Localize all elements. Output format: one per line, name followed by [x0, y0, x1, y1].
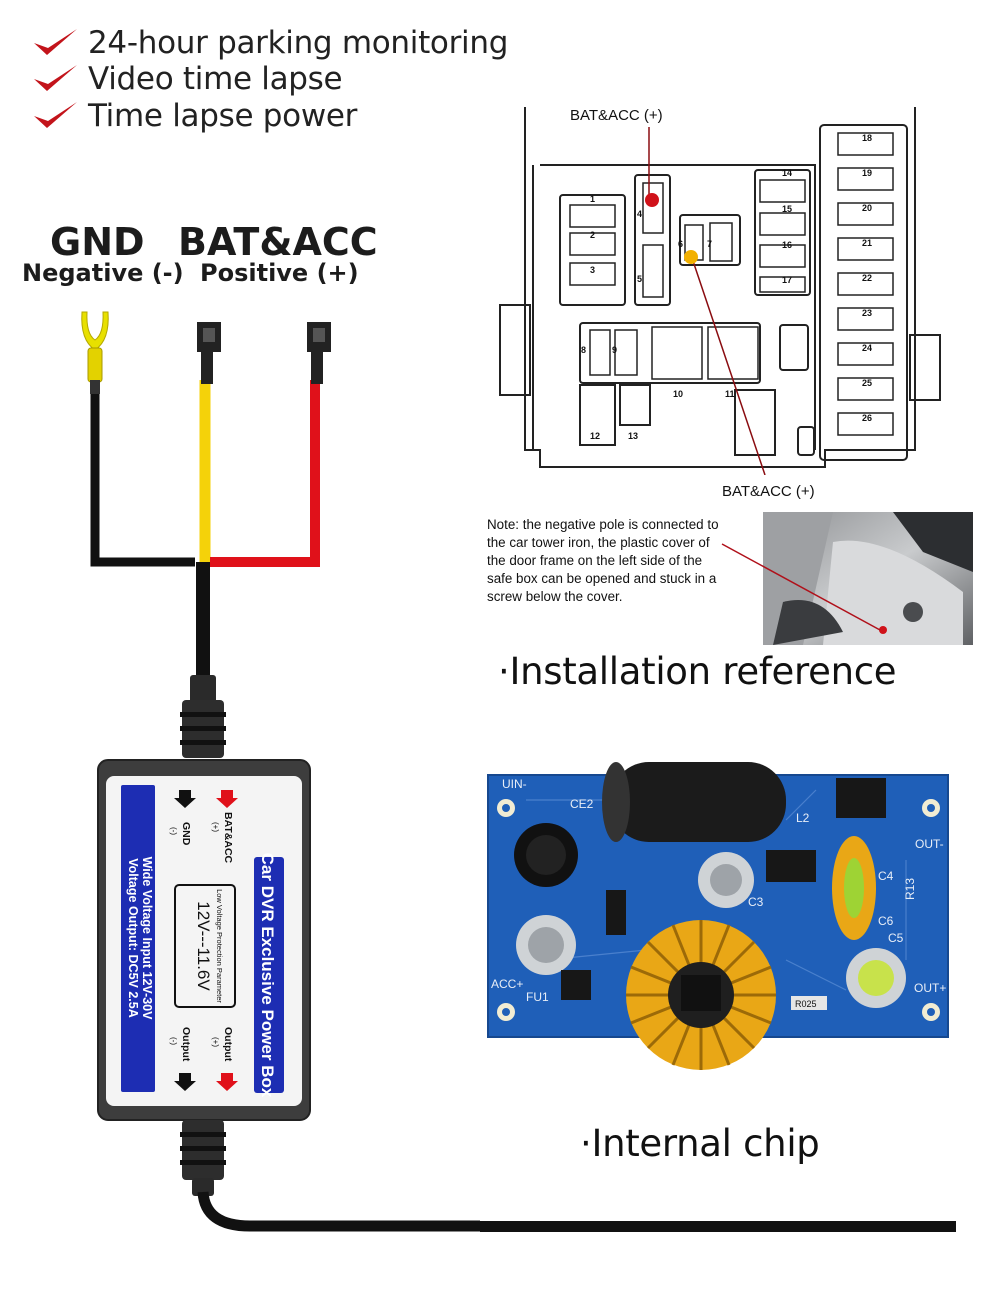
fuse-slot-label: 15	[782, 204, 792, 214]
fuse-slot-label: 24	[862, 343, 872, 353]
protection-value: 12V---11.6V	[194, 901, 213, 991]
fuse-slot-label: 6	[678, 239, 683, 249]
fuse-box-diagram: 1 2 3 4 5 6 7 8 9 10 11 12 13 14 15 16 1…	[499, 107, 941, 475]
chip-caption: ·Internal chip	[580, 1122, 820, 1165]
protection-label: Low Voltage Protection Parameter	[215, 889, 224, 1003]
pcb-label: ACC+	[491, 977, 523, 991]
feature-label: Video time lapse	[88, 61, 343, 97]
bat-acc-subtitle: Positive (+)	[200, 259, 359, 287]
spec-input: Wide Voltage Input 12V-30V	[140, 857, 154, 1021]
wiring-harness: Car DVR Exclusive Power Box Wide Voltage…	[81, 311, 480, 1232]
protection-frame	[174, 884, 236, 1008]
output-neg-label: Output	[180, 1027, 192, 1062]
fuse-slot-label: 9	[612, 345, 617, 355]
pcb-label: OUT-	[915, 837, 944, 851]
installation-caption: ·Installation reference	[498, 650, 897, 693]
black-wire	[90, 390, 195, 567]
fuse-point-marker	[684, 250, 698, 264]
fuse-slot-label: 26	[862, 413, 872, 423]
fuse-slot-label: 19	[862, 168, 872, 178]
internal-chip-pcb: UIN- CE2 L2 OUT- C4 C6 C5 C3 ACC+ FU1 OU…	[487, 762, 949, 1070]
feature-label: Time lapse power	[88, 98, 358, 134]
output-neg-sign: (-)	[169, 1037, 178, 1045]
fuse-slot-label: 1	[590, 194, 595, 204]
fusebox-top-label: BAT&ACC (+)	[570, 107, 663, 124]
pcb-label: C6	[878, 914, 894, 928]
spec-band	[121, 785, 155, 1092]
bat-acc-title: BAT&ACC	[178, 220, 378, 264]
fuse-slot-label: 3	[590, 265, 595, 275]
fuse-slot-label: 20	[862, 203, 872, 213]
fuse-slot-label: 16	[782, 240, 792, 250]
title-band	[254, 857, 284, 1093]
car-door-photo	[763, 512, 973, 645]
pcb-label: OUT+	[914, 981, 946, 995]
fuse-slot-label: 14	[782, 168, 792, 178]
pcb-label: FU1	[526, 990, 549, 1004]
fuse-slot-label: 8	[581, 345, 586, 355]
gnd-terminal-label: GND	[180, 822, 192, 846]
pcb-label: C5	[888, 931, 904, 945]
pcb-label: L2	[796, 811, 810, 825]
fuse-tap-icon	[307, 322, 331, 384]
fuse-slot-label: 25	[862, 378, 872, 388]
fuse-slot-label: 21	[862, 238, 872, 248]
fuse-point-marker	[645, 193, 659, 207]
pcb-label: R025	[795, 999, 817, 1009]
gnd-terminal-sign: (-)	[169, 827, 178, 835]
fork-terminal-icon	[81, 311, 109, 394]
output-cable-end	[480, 1221, 956, 1232]
fuse-slot-label: 4	[637, 209, 642, 219]
arrow-down-icon	[174, 1073, 196, 1091]
gnd-subtitle: Negative (-)	[22, 259, 184, 287]
installation-note: Note: the negative pole is connected to …	[487, 517, 719, 604]
fuse-slot-label: 23	[862, 308, 872, 318]
fuse-slot-label: 5	[637, 274, 642, 284]
pcb-label: CE2	[570, 797, 594, 811]
output-pos-sign: (+)	[211, 1037, 220, 1047]
fuse-slot-label: 10	[673, 389, 683, 399]
feature-item: 24-hour parking monitoring	[30, 25, 508, 61]
fuse-slot-label: 22	[862, 273, 872, 283]
strain-relief	[180, 1120, 226, 1196]
bat-acc-terminal-label: BAT&ACC	[222, 812, 234, 864]
spec-output: Voltage Output: DC5V 2.5A	[126, 858, 140, 1018]
fuse-slot-label: 7	[707, 239, 712, 249]
fuse-slot-label: 2	[590, 230, 595, 240]
output-pos-label: Output	[222, 1027, 234, 1062]
feature-label: 24-hour parking monitoring	[88, 25, 509, 61]
arrow-down-icon	[174, 790, 196, 808]
pcb-label: R13	[903, 878, 917, 900]
fusebox-bottom-label: BAT&ACC (+)	[722, 483, 815, 500]
feature-item: Time lapse power	[30, 98, 357, 134]
checkmark-icon	[34, 102, 77, 128]
red-wire	[210, 380, 320, 567]
pcb-label: UIN-	[502, 777, 527, 791]
fuse-tap-icon	[197, 322, 221, 384]
power-box-title: Car DVR Exclusive Power Box	[258, 853, 277, 1098]
fuse-slot-label: 12	[590, 431, 600, 441]
pcb-label: C4	[878, 869, 894, 883]
pcb-label: C3	[748, 895, 764, 909]
arrow-down-icon	[216, 1073, 238, 1091]
checkmark-icon	[34, 29, 77, 55]
gnd-title: GND	[50, 220, 145, 264]
pointer-line	[721, 543, 881, 631]
feature-item: Video time lapse	[30, 61, 343, 97]
checkmark-icon	[34, 65, 77, 91]
fuse-slot-label: 13	[628, 431, 638, 441]
strain-relief	[180, 675, 226, 758]
fuse-slot-label: 11	[725, 389, 735, 399]
bat-acc-terminal-sign: (+)	[211, 822, 220, 832]
output-cable	[197, 1191, 480, 1232]
fuse-slot-label: 17	[782, 275, 792, 285]
arrow-down-icon	[216, 790, 238, 808]
fuse-slot-label: 18	[862, 133, 872, 143]
